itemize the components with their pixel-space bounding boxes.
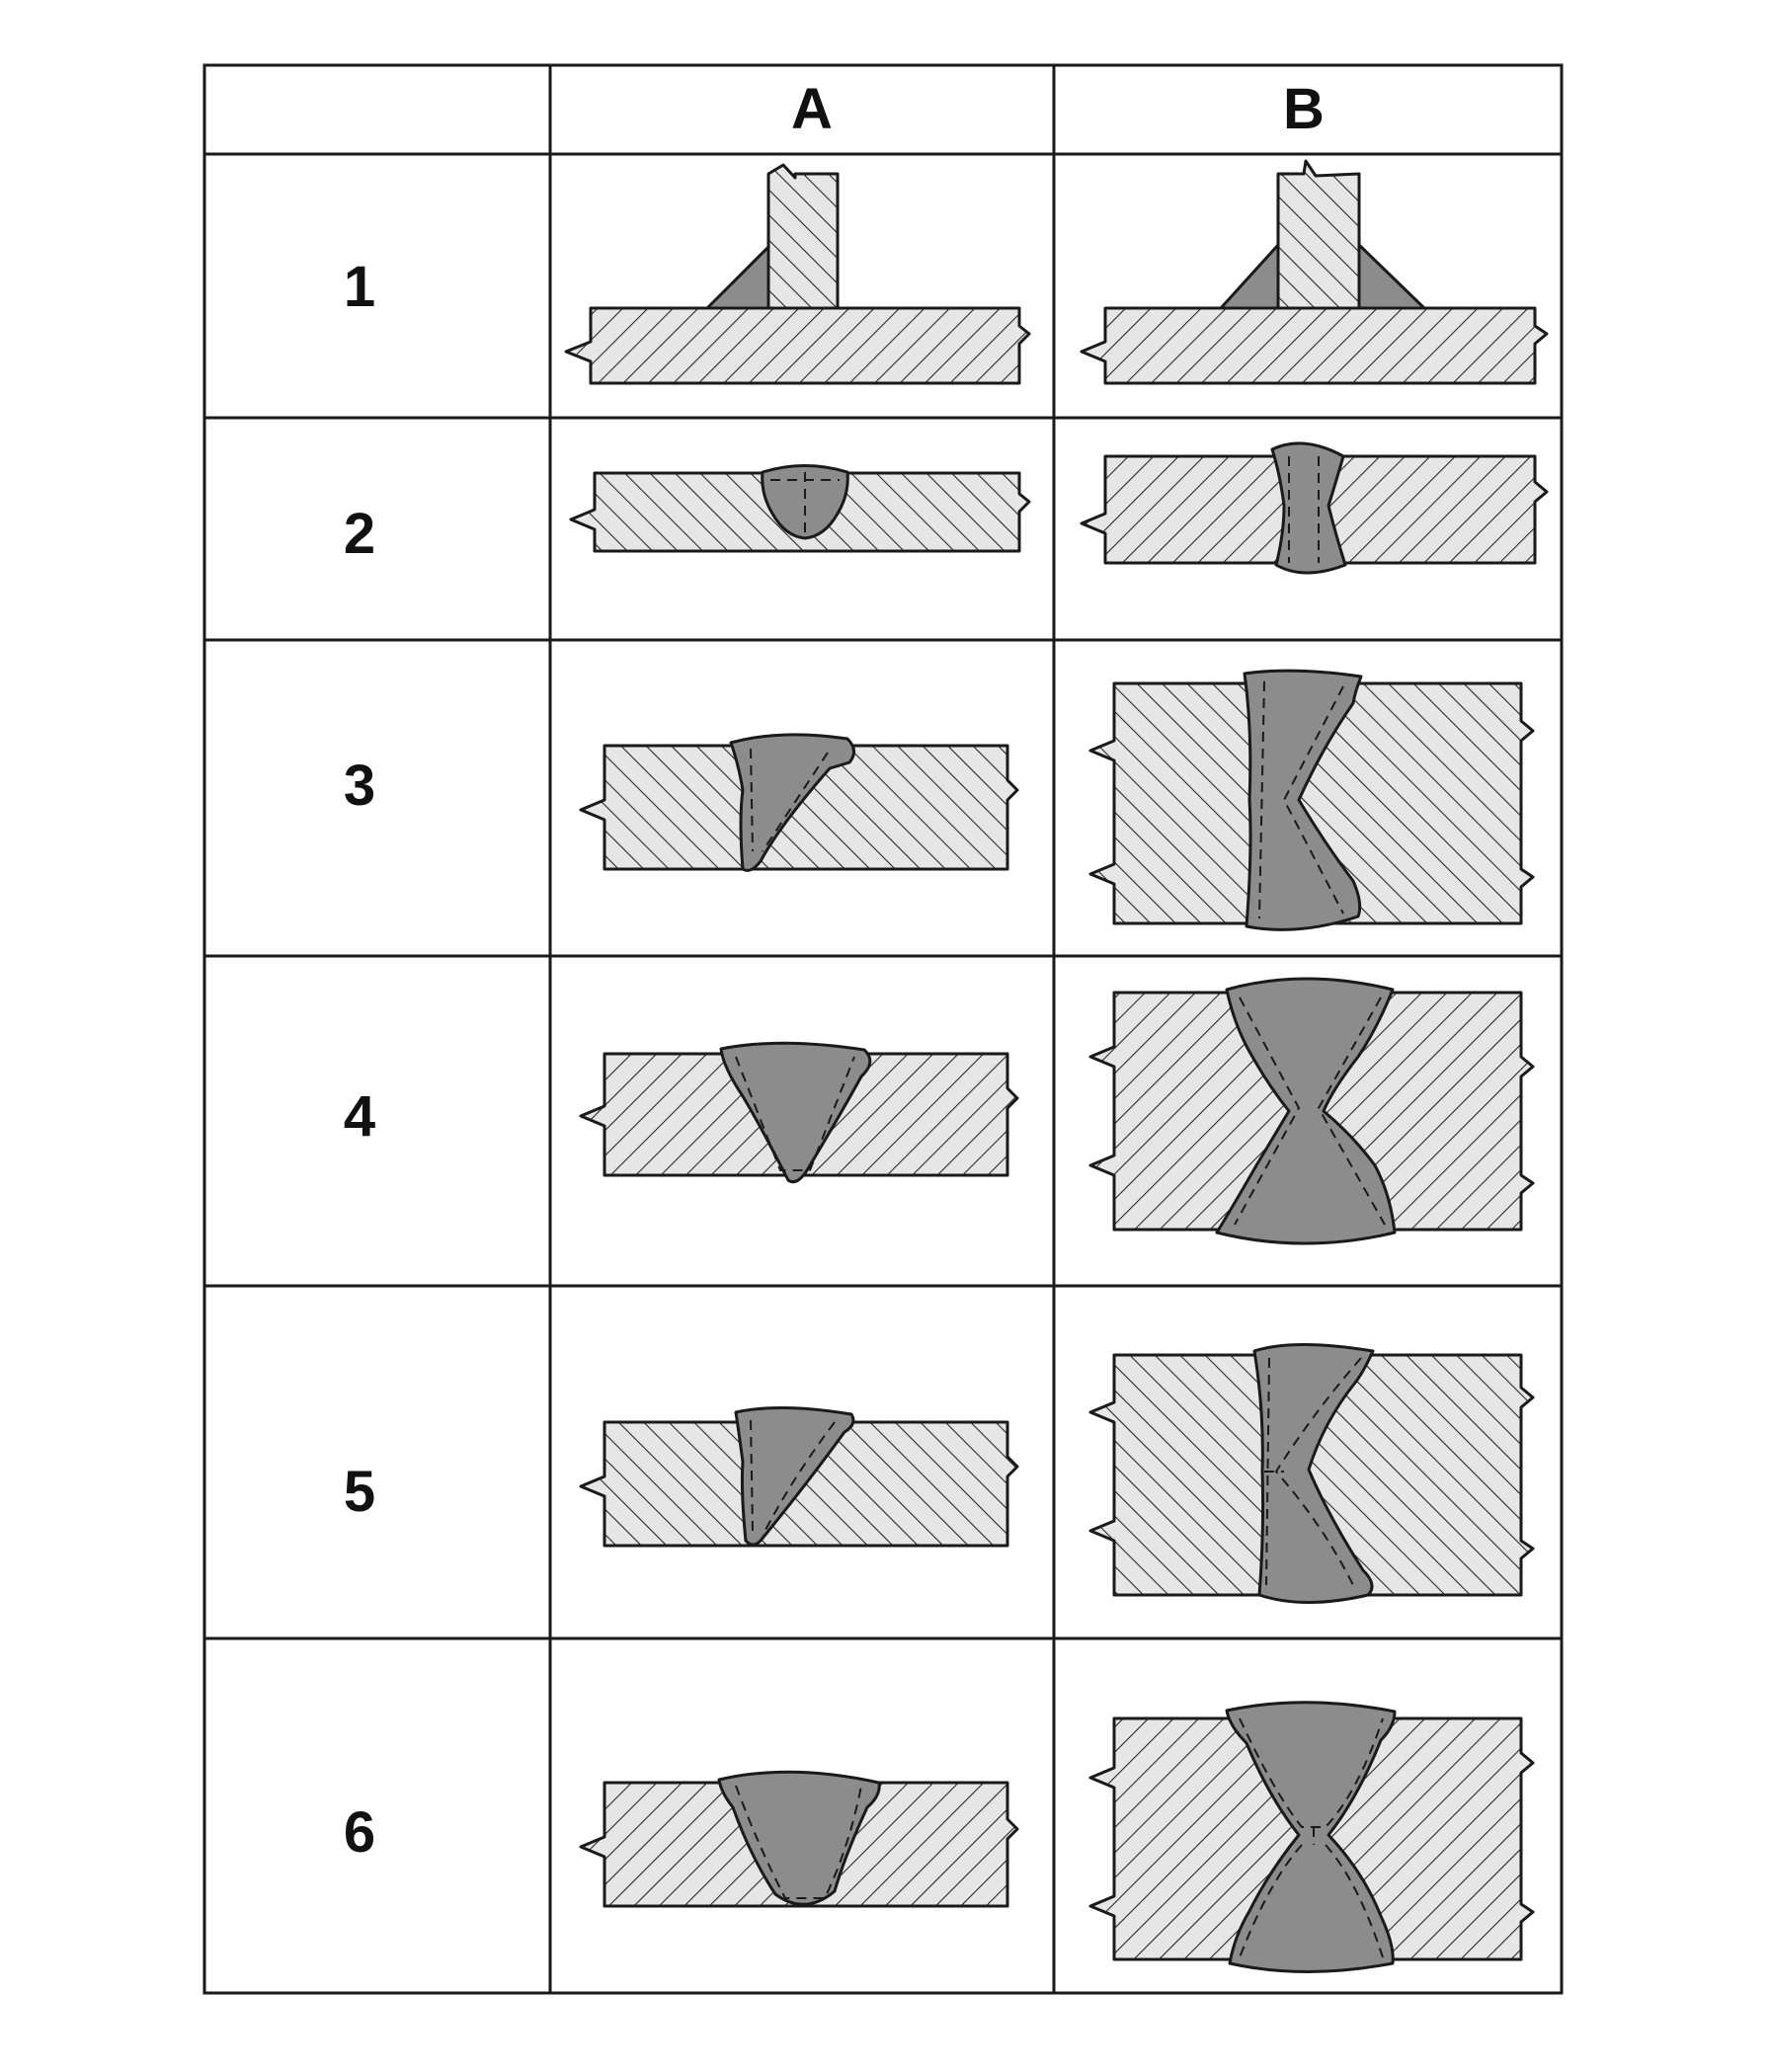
row-label-4: 4: [344, 1084, 375, 1149]
joint-4a-single-v: [579, 1041, 1019, 1184]
row-label-3: 3: [344, 754, 375, 818]
row-label-1: 1: [344, 255, 375, 319]
joint-1b-tee-fillet-double: [1080, 159, 1549, 385]
row-label-6: 6: [344, 1800, 375, 1865]
joint-6a-single-u: [579, 1770, 1019, 1908]
joint-6b-double-u: [1088, 1701, 1535, 1973]
column-header-b: B: [1283, 77, 1325, 141]
table-grid: [202, 63, 1564, 1995]
row-label-2: 2: [344, 502, 375, 566]
joint-3b-double-bevel: [1088, 669, 1535, 931]
joint-5a-single-j: [579, 1405, 1019, 1548]
joint-2a-square-butt: [569, 464, 1031, 553]
joint-2b-square-butt-double: [1080, 441, 1549, 575]
column-header-a: A: [791, 77, 833, 141]
joint-5b-double-j: [1088, 1343, 1535, 1604]
joint-4b-double-v: [1088, 977, 1535, 1245]
joint-3a-single-bevel: [579, 733, 1019, 872]
joint-1a-tee-fillet: [564, 163, 1031, 385]
row-label-5: 5: [344, 1460, 375, 1524]
